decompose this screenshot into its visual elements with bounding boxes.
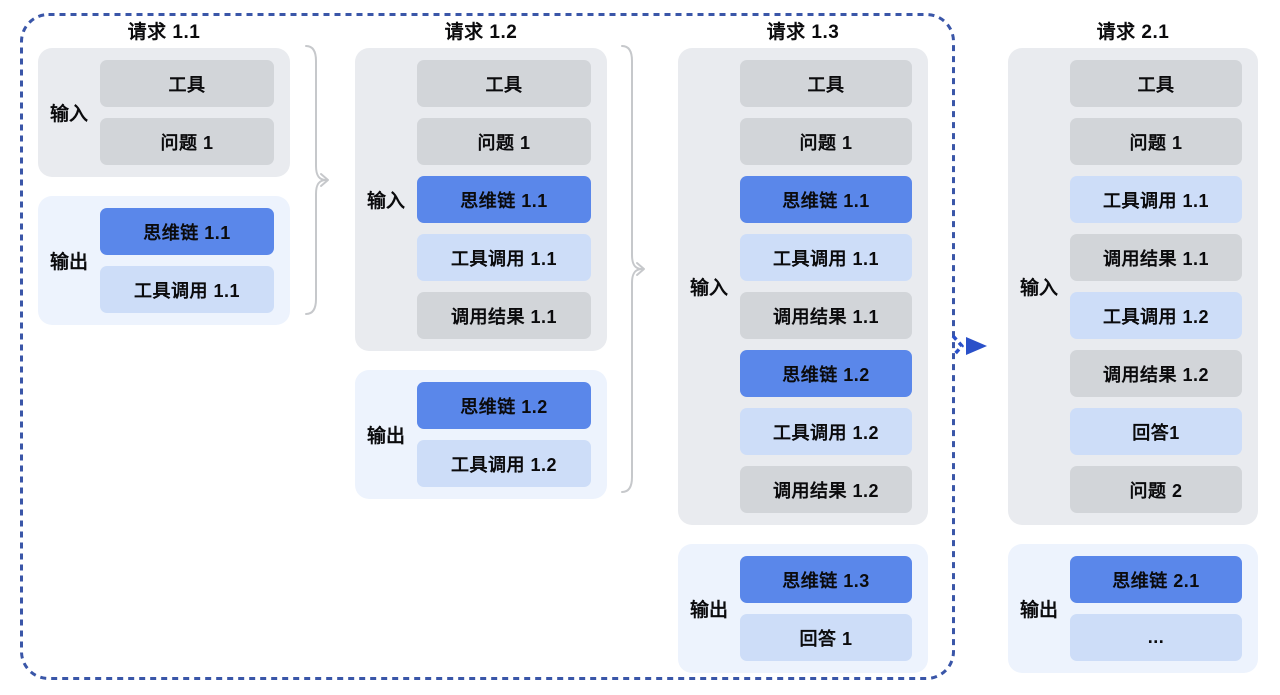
message-box: 调用结果 1.1 xyxy=(1070,234,1242,281)
request-column-2-1: 请求 2.1 输入 工具 问题 1 工具调用 1.1 调用结果 1.1 工具调用… xyxy=(1008,22,1258,673)
message-box: 问题 2 xyxy=(1070,466,1242,513)
message-box: 工具调用 1.1 xyxy=(100,266,274,313)
message-box: 调用结果 1.2 xyxy=(1070,350,1242,397)
message-box: 调用结果 1.1 xyxy=(417,292,591,339)
brace-arrow-connector-icon xyxy=(305,45,329,315)
input-group: 输入 工具 问题 1 思维链 1.1 工具调用 1.1 调用结果 1.1 xyxy=(355,48,607,351)
session-boundary-dashed-border xyxy=(20,13,955,680)
input-boxes: 工具 问题 1 xyxy=(100,60,274,165)
request-column-1-2: 请求 1.2 输入 工具 问题 1 思维链 1.1 工具调用 1.1 调用结果 … xyxy=(355,22,607,499)
next-session-arrow-icon xyxy=(951,334,987,358)
output-label: 输出 xyxy=(1019,600,1058,621)
message-box: 工具调用 1.1 xyxy=(740,234,912,281)
message-box: 工具调用 1.1 xyxy=(1070,176,1242,223)
request-column-1-1: 请求 1.1 输入 工具 问题 1 输出 思维链 1.1 工具调用 1.1 xyxy=(38,22,290,325)
message-box: 思维链 1.1 xyxy=(740,176,912,223)
output-boxes: 思维链 2.1 ... xyxy=(1070,556,1242,661)
column-title: 请求 1.3 xyxy=(766,22,840,43)
output-label: 输出 xyxy=(49,252,88,273)
input-boxes: 工具 问题 1 思维链 1.1 工具调用 1.1 调用结果 1.1 思维链 1.… xyxy=(740,60,912,513)
output-boxes: 思维链 1.2 工具调用 1.2 xyxy=(417,382,591,487)
message-box: 工具调用 1.2 xyxy=(740,408,912,455)
message-box: 调用结果 1.1 xyxy=(740,292,912,339)
brace-arrow-connector-icon xyxy=(621,45,645,493)
message-box: 问题 1 xyxy=(740,118,912,165)
message-box: 工具调用 1.2 xyxy=(417,440,591,487)
message-box: 思维链 1.1 xyxy=(100,208,274,255)
message-box: 思维链 1.2 xyxy=(740,350,912,397)
output-group: 输出 思维链 1.2 工具调用 1.2 xyxy=(355,370,607,499)
output-label: 输出 xyxy=(366,426,405,447)
message-box: 思维链 2.1 xyxy=(1070,556,1242,603)
message-box: 工具调用 1.2 xyxy=(1070,292,1242,339)
message-box: 问题 1 xyxy=(1070,118,1242,165)
message-box: 问题 1 xyxy=(100,118,274,165)
request-column-1-3: 请求 1.3 输入 工具 问题 1 思维链 1.1 工具调用 1.1 调用结果 … xyxy=(678,22,928,673)
message-box: 工具调用 1.1 xyxy=(417,234,591,281)
output-label: 输出 xyxy=(689,600,728,621)
input-label: 输入 xyxy=(366,191,405,212)
message-box: ... xyxy=(1070,614,1242,661)
message-box: 思维链 1.3 xyxy=(740,556,912,603)
input-label: 输入 xyxy=(1019,278,1058,299)
input-group: 输入 工具 问题 1 工具调用 1.1 调用结果 1.1 工具调用 1.2 调用… xyxy=(1008,48,1258,525)
input-label: 输入 xyxy=(49,104,88,125)
column-title: 请求 1.2 xyxy=(444,22,518,43)
output-group: 输出 思维链 2.1 ... xyxy=(1008,544,1258,673)
output-boxes: 思维链 1.3 回答 1 xyxy=(740,556,912,661)
input-group: 输入 工具 问题 1 思维链 1.1 工具调用 1.1 调用结果 1.1 思维链… xyxy=(678,48,928,525)
message-box: 工具 xyxy=(740,60,912,107)
message-box: 工具 xyxy=(417,60,591,107)
message-box: 思维链 1.2 xyxy=(417,382,591,429)
message-box: 工具 xyxy=(1070,60,1242,107)
message-box: 回答 1 xyxy=(740,614,912,661)
column-title: 请求 1.1 xyxy=(127,22,201,43)
message-box: 问题 1 xyxy=(417,118,591,165)
message-box: 思维链 1.1 xyxy=(417,176,591,223)
output-group: 输出 思维链 1.3 回答 1 xyxy=(678,544,928,673)
input-label: 输入 xyxy=(689,278,728,299)
input-boxes: 工具 问题 1 思维链 1.1 工具调用 1.1 调用结果 1.1 xyxy=(417,60,591,339)
message-box: 回答1 xyxy=(1070,408,1242,455)
column-title: 请求 2.1 xyxy=(1096,22,1170,43)
message-box: 调用结果 1.2 xyxy=(740,466,912,513)
output-boxes: 思维链 1.1 工具调用 1.1 xyxy=(100,208,274,313)
output-group: 输出 思维链 1.1 工具调用 1.1 xyxy=(38,196,290,325)
message-box: 工具 xyxy=(100,60,274,107)
input-boxes: 工具 问题 1 工具调用 1.1 调用结果 1.1 工具调用 1.2 调用结果 … xyxy=(1070,60,1242,513)
input-group: 输入 工具 问题 1 xyxy=(38,48,290,177)
